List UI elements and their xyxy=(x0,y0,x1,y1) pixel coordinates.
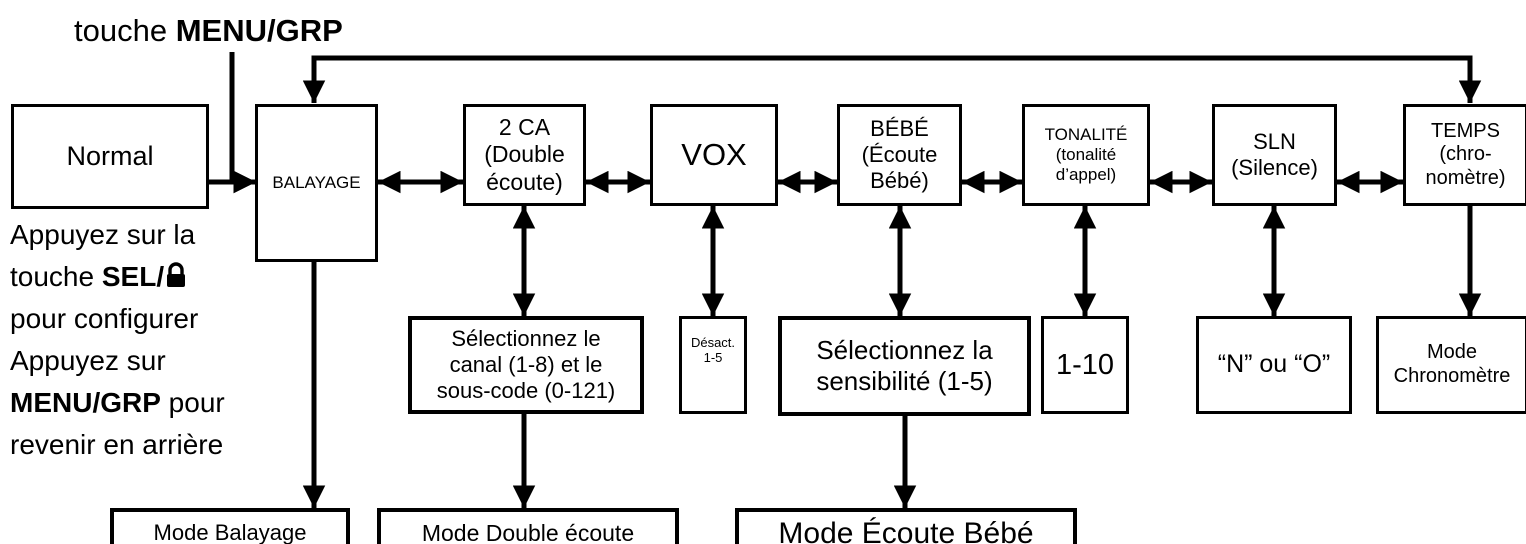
timer-box: TEMPS (chro- nomètre) xyxy=(1403,104,1526,206)
scan-mode-box: Mode Balayage xyxy=(110,508,350,544)
lock-icon xyxy=(166,262,186,295)
vox-box: VOX xyxy=(650,104,778,206)
menu-key-label: MENU/GRP xyxy=(10,387,161,418)
baby-setting-box: Sélectionnez la sensibilité (1-5) xyxy=(778,316,1031,416)
instruction-pour: pour xyxy=(160,387,225,418)
top-loop-arrow xyxy=(302,55,1482,103)
instruction-line-5: MENU/GRP pour xyxy=(10,387,225,419)
instruction-line-4: Appuyez sur xyxy=(10,345,166,376)
instruction-line-6: revenir en arrière xyxy=(10,429,224,460)
timer-setting-box: Mode Chronomètre xyxy=(1376,316,1526,414)
baby-monitor-mode-box: Mode Écoute Bébé xyxy=(735,508,1077,544)
instruction-line-2: touche SEL/ xyxy=(10,261,186,295)
sel-key-label: SEL/ xyxy=(101,261,165,292)
normal-box: Normal xyxy=(11,104,209,209)
tone-box: TONALITÉ (tonalité d’appel) xyxy=(1022,104,1150,206)
tone-setting-box: 1-10 xyxy=(1041,316,1129,414)
menu-key-title: touche MENU/GRP xyxy=(74,13,343,49)
vox-setting-box: Désact. 1-5 xyxy=(679,316,747,414)
instruction-touche: touche xyxy=(10,261,102,292)
balayage-box: BALAYAGE xyxy=(255,104,378,262)
title-key: MENU/GRP xyxy=(175,13,343,48)
dual-setting-box: Sélectionnez le canal (1-8) et le sous-c… xyxy=(408,316,644,414)
title-prefix: touche xyxy=(74,13,168,48)
silence-setting-box: “N” ou “O” xyxy=(1196,316,1352,414)
baby-monitor-box: BÉBÉ (Écoute Bébé) xyxy=(837,104,962,206)
silence-box: SLN (Silence) xyxy=(1212,104,1337,206)
menu-key-arrow xyxy=(229,52,256,194)
instruction-line-3: pour configurer xyxy=(10,303,199,334)
dual-watch-box: 2 CA (Double écoute) xyxy=(463,104,586,206)
instruction-line-1: Appuyez sur la xyxy=(10,219,196,250)
dual-watch-mode-box: Mode Double écoute xyxy=(377,508,679,544)
